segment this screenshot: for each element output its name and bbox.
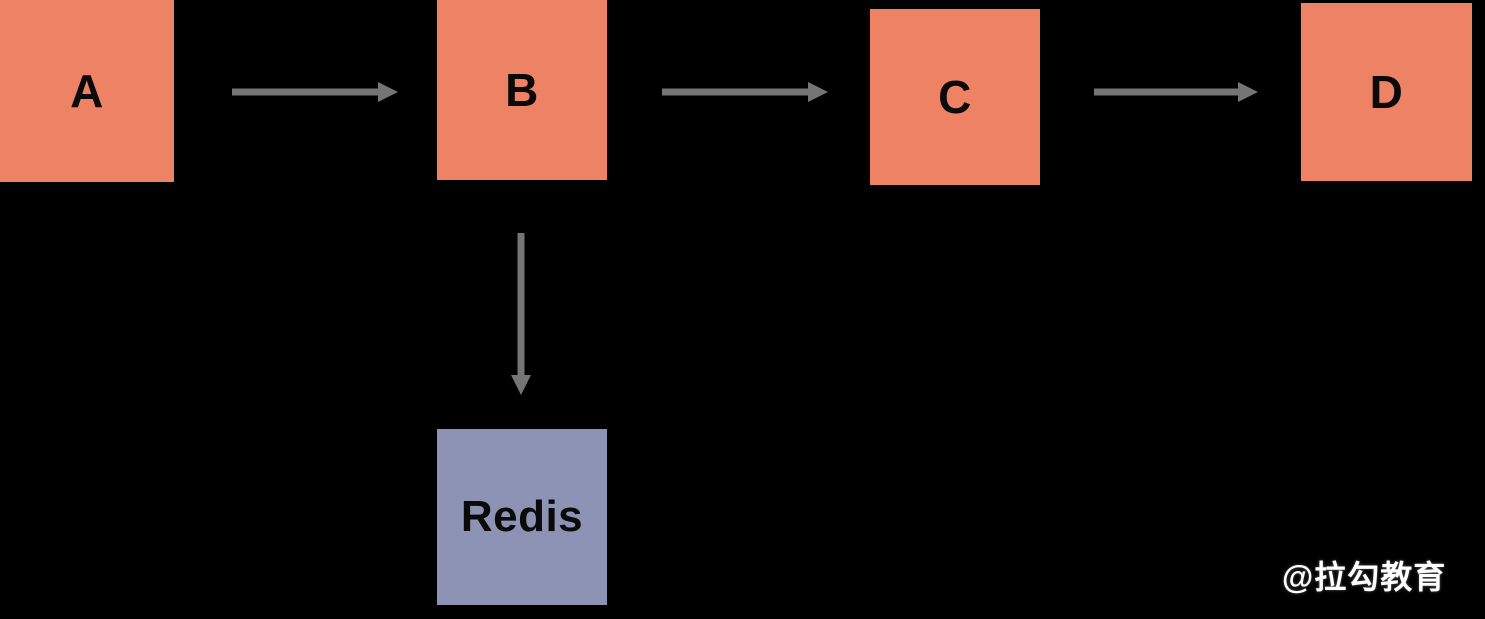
arrow-c-to-d — [1094, 82, 1258, 102]
node-c[interactable]: C — [870, 9, 1040, 185]
node-b[interactable]: B — [437, 0, 607, 180]
node-b-label: B — [505, 64, 539, 116]
node-d-label: D — [1369, 66, 1404, 118]
arrow-b-to-redis — [511, 233, 531, 395]
node-redis[interactable]: Redis — [437, 429, 607, 605]
arrow-a-to-b — [232, 82, 398, 102]
node-redis-label: Redis — [460, 492, 584, 541]
node-a[interactable]: A — [0, 0, 174, 182]
node-c-label: C — [938, 71, 972, 123]
watermark: @拉勾教育 — [1282, 559, 1447, 595]
node-a-label: A — [70, 65, 104, 117]
node-d[interactable]: D — [1301, 3, 1472, 181]
arrow-b-to-c — [662, 82, 828, 102]
